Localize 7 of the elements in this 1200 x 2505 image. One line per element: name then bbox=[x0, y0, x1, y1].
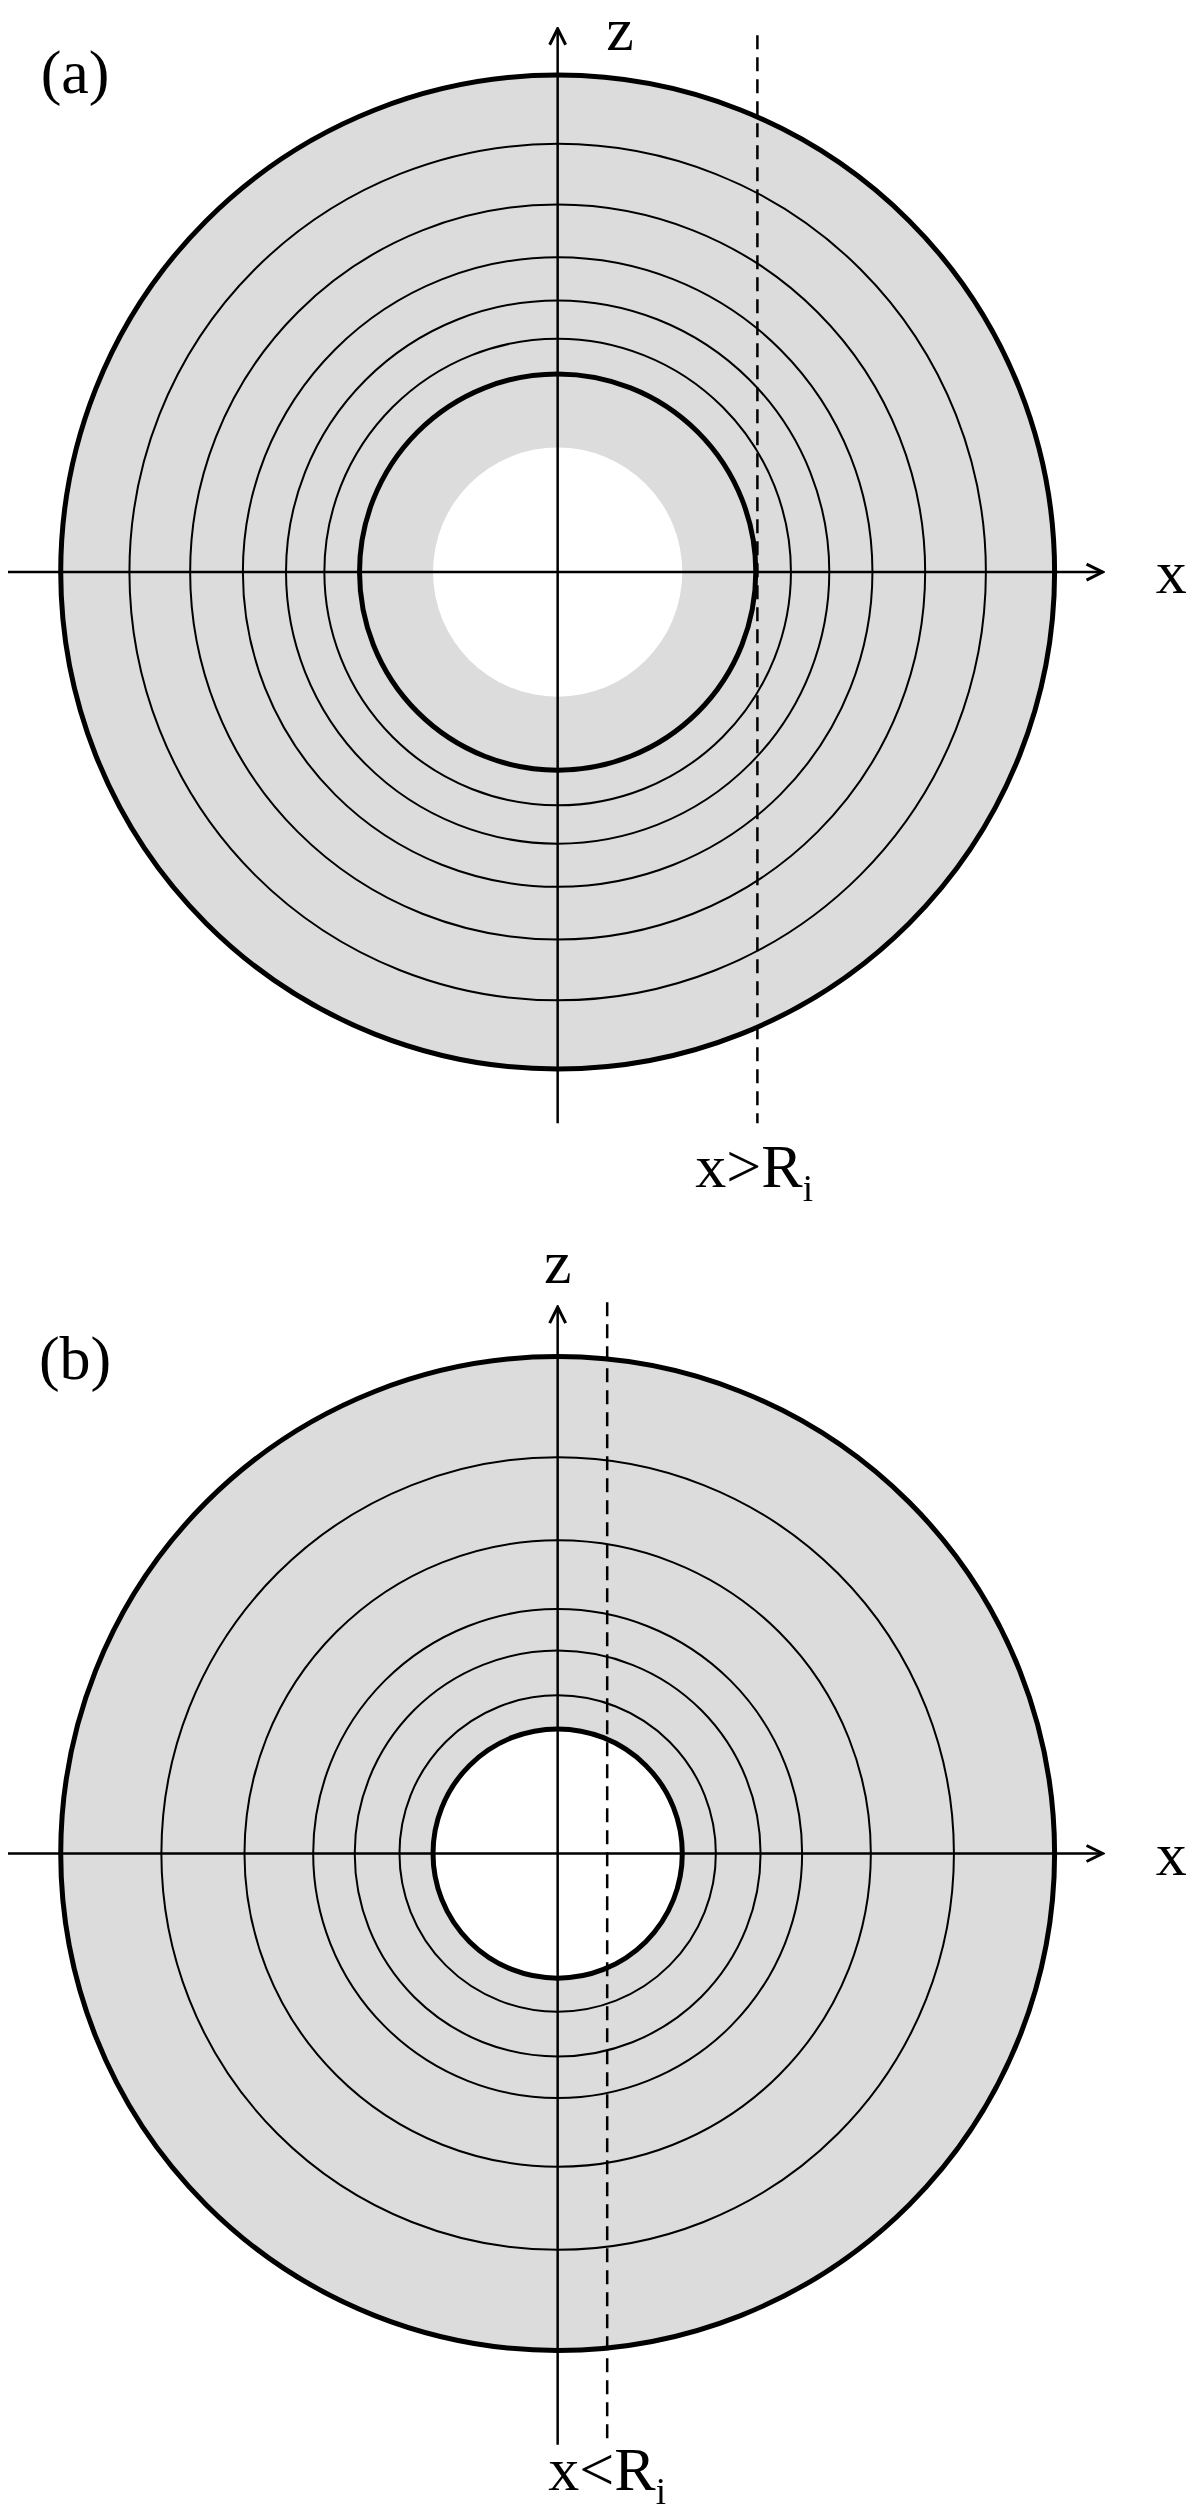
condition-label: x<R$_{i}$ bbox=[548, 2437, 666, 2505]
condition-label: x>R$_{i}$ bbox=[695, 1135, 813, 1208]
axis-label: z bbox=[543, 1231, 572, 1294]
axis-label: x bbox=[1155, 541, 1187, 604]
axis-label: x bbox=[1155, 1822, 1187, 1885]
axis-label: z bbox=[606, 0, 634, 60]
panel-label: (b) bbox=[38, 1327, 112, 1390]
